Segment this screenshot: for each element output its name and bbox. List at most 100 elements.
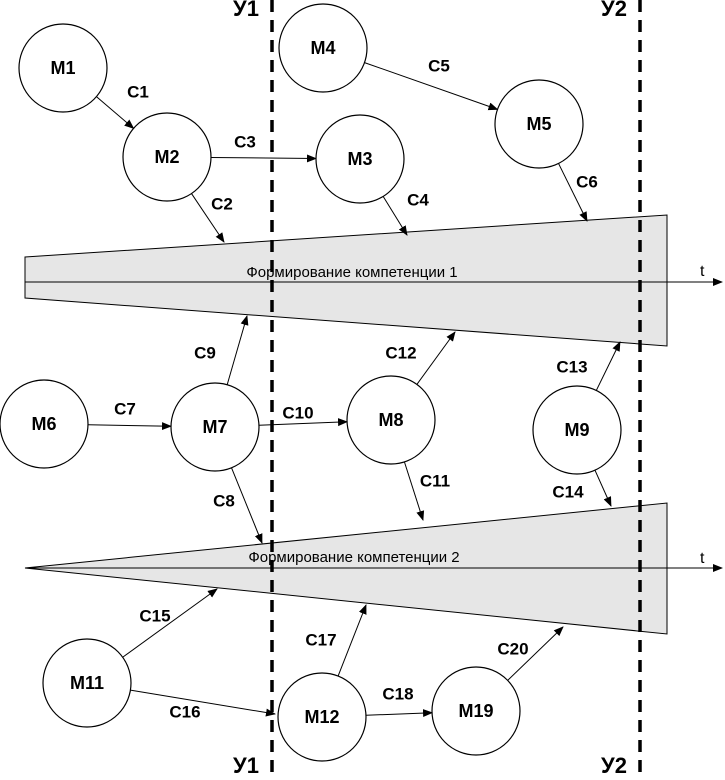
competence-band-2-title: Формирование компетенции 2 <box>248 549 459 566</box>
module-node-m4-label: M4 <box>310 38 335 58</box>
module-node-m8-circle <box>346 375 436 465</box>
competence-band-2: Формирование компетенции 2 t <box>24 502 723 635</box>
level-y1-label-top: У1 <box>233 0 259 21</box>
module-node-m3: M3 <box>315 114 405 204</box>
connection-c20: C20 <box>497 626 564 681</box>
connection-c17-label: C17 <box>305 631 336 650</box>
connection-c2-label: C2 <box>211 195 233 214</box>
module-node-m8-label: M8 <box>378 410 403 430</box>
level-y2-label-top: У2 <box>601 0 627 21</box>
connection-c5-label: C5 <box>428 57 450 76</box>
module-node-m4-circle <box>278 3 368 93</box>
module-node-m11-label: M11 <box>70 673 104 693</box>
module-node-m2-circle <box>122 112 212 202</box>
connection-c5: C5 <box>364 57 499 111</box>
connection-c1-arrow <box>96 96 135 130</box>
connection-c11: C11 <box>403 461 450 521</box>
module-node-m9-circle <box>532 385 622 475</box>
connection-c20-label: C20 <box>497 640 528 659</box>
connection-c12-label: C12 <box>385 344 416 363</box>
connection-c14: C14 <box>552 469 612 507</box>
connection-c1: C1 <box>96 83 149 130</box>
module-node-m9-label: M9 <box>564 420 589 440</box>
module-node-m11-circle <box>42 638 132 728</box>
connection-c1-label: C1 <box>127 83 149 102</box>
module-node-m6-circle <box>0 379 89 469</box>
connection-c12-arrow <box>416 331 456 385</box>
connection-c6-arrow <box>558 163 588 222</box>
connection-c10-arrow <box>258 418 349 427</box>
module-node-m6-label: M6 <box>31 414 56 434</box>
connection-c17-arrow <box>337 604 367 677</box>
module-node-m6: M6 <box>0 379 89 469</box>
module-node-m12-label: M12 <box>304 707 339 727</box>
connection-c7-label: C7 <box>114 400 136 419</box>
connection-c13-label: C13 <box>556 358 587 377</box>
module-node-m4: M4 <box>278 3 368 93</box>
module-node-m3-label: M3 <box>347 149 372 169</box>
module-node-m2: M2 <box>122 112 212 202</box>
connection-c18-arrow <box>365 709 434 718</box>
module-node-m9: M9 <box>532 385 622 475</box>
module-node-m7: M7 <box>170 382 260 472</box>
level-y1-label-bottom: У1 <box>233 753 259 778</box>
module-node-m7-circle <box>170 382 260 472</box>
module-node-m8: M8 <box>346 375 436 465</box>
connection-c7: C7 <box>87 400 173 431</box>
connection-c16: C16 <box>130 689 276 722</box>
connection-c4: C4 <box>382 191 429 236</box>
module-node-m12-circle <box>277 672 367 762</box>
connection-c3-label: C3 <box>234 133 256 152</box>
module-node-m12: M12 <box>277 672 367 762</box>
module-node-m19-circle <box>431 666 521 756</box>
module-node-m5-circle <box>494 79 584 169</box>
connection-c3-arrow <box>210 154 318 163</box>
connection-c16-arrow <box>130 689 276 717</box>
connection-c15-label: C15 <box>139 607 170 626</box>
connection-c2-arrow <box>191 193 225 243</box>
connection-c11-arrow <box>403 461 425 521</box>
connection-c3: C3 <box>210 133 318 163</box>
module-node-m19-label: M19 <box>458 701 493 721</box>
connection-c9: C9 <box>194 315 249 385</box>
module-node-m1: M1 <box>18 23 108 113</box>
connection-c11-label: C11 <box>420 472 450 491</box>
module-node-m1-circle <box>18 23 108 113</box>
competence-band-1-shape <box>24 214 668 347</box>
connection-c17: C17 <box>305 604 367 677</box>
connection-c6-label: C6 <box>576 173 598 192</box>
module-node-m2-label: M2 <box>154 147 179 167</box>
connection-c8-label: C8 <box>213 492 235 511</box>
connection-c13: C13 <box>556 341 621 391</box>
module-node-m7-label: M7 <box>202 417 227 437</box>
module-node-m11: M11 <box>42 638 132 728</box>
connection-c9-arrow <box>226 315 249 385</box>
module-node-m1-label: M1 <box>50 58 75 78</box>
module-node-m19: M19 <box>431 666 521 756</box>
competence-band-1-title: Формирование компетенции 1 <box>246 264 457 281</box>
connection-c14-label: C14 <box>552 483 584 502</box>
connection-c16-label: C16 <box>169 703 200 722</box>
connection-c13-arrow <box>595 341 621 391</box>
connection-c7-arrow <box>87 422 173 431</box>
connection-c9-label: C9 <box>194 344 216 363</box>
module-node-m3-circle <box>315 114 405 204</box>
connection-c2: C2 <box>191 193 233 243</box>
connection-c10: C10 <box>258 404 349 427</box>
time-axis-2-label: t <box>700 550 705 567</box>
level-y2-label-bottom: У2 <box>601 753 627 778</box>
connection-c6: C6 <box>558 163 598 222</box>
connection-c12: C12 <box>385 331 456 385</box>
connection-c15-arrow <box>122 588 218 658</box>
connection-c20-arrow <box>507 626 564 681</box>
module-node-m5: M5 <box>494 79 584 169</box>
connection-c8: C8 <box>213 467 263 544</box>
connection-c10-label: C10 <box>282 404 313 423</box>
connection-c8-arrow <box>231 467 263 544</box>
connection-c5-arrow <box>364 62 499 111</box>
connection-c4-arrow <box>382 196 408 236</box>
